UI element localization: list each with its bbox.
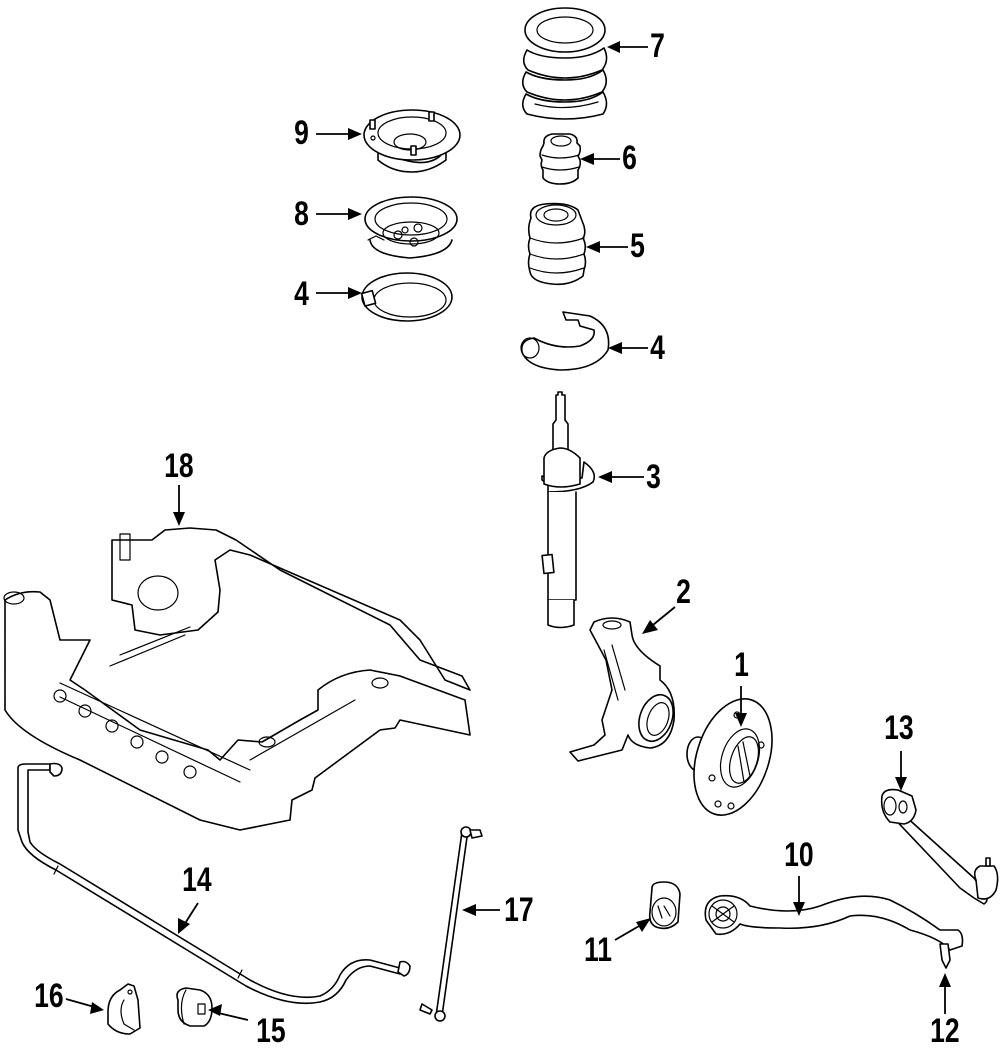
callout-label-4-right: 4	[650, 329, 665, 367]
spring-insulator-lower[interactable]	[520, 311, 610, 371]
callout-label-7: 7	[650, 27, 665, 65]
spring-seat[interactable]	[364, 196, 458, 259]
callout-label-14: 14	[182, 861, 212, 899]
callout-8	[316, 208, 362, 220]
callout-label-6: 6	[622, 139, 637, 177]
callout-label-2: 2	[676, 573, 691, 611]
strut[interactable]	[541, 391, 596, 629]
callout-label-17: 17	[504, 891, 534, 929]
callout-label-13: 13	[884, 709, 914, 747]
callout-3	[598, 471, 644, 483]
callout-1	[735, 686, 747, 727]
callout-label-3: 3	[646, 458, 661, 496]
lower-control-arm[interactable]	[704, 894, 964, 951]
callout-4-left	[316, 287, 362, 299]
stabilizer-bushing[interactable]	[176, 987, 213, 1027]
callout-label-5: 5	[630, 227, 645, 265]
callout-label-4-left: 4	[294, 275, 309, 313]
callout-12	[939, 973, 951, 1014]
callout-18	[173, 485, 185, 526]
ball-joint[interactable]	[939, 943, 951, 969]
callout-label-15: 15	[256, 1012, 286, 1050]
callout-9	[316, 128, 362, 140]
callout-6	[580, 153, 620, 165]
stabilizer-bar[interactable]	[17, 762, 411, 1005]
callout-14	[178, 902, 199, 934]
callout-17	[462, 904, 500, 916]
callout-15	[208, 1004, 249, 1021]
callout-10	[793, 876, 805, 916]
callout-13	[895, 751, 907, 791]
crossmember-subframe[interactable]	[3, 527, 471, 831]
coil-spring[interactable]	[521, 7, 608, 120]
callout-label-12: 12	[930, 1012, 960, 1050]
bump-stop[interactable]	[539, 133, 582, 185]
callout-label-8: 8	[294, 195, 309, 233]
callout-label-1: 1	[734, 646, 749, 684]
callout-2	[642, 606, 676, 634]
callout-16	[65, 998, 104, 1014]
hub-flange[interactable]	[680, 689, 786, 825]
callout-label-9: 9	[294, 114, 309, 152]
spring-insulator-upper[interactable]	[360, 272, 453, 322]
callout-4-right	[608, 342, 648, 354]
stabilizer-link[interactable]	[419, 826, 483, 1022]
callout-11	[614, 918, 651, 941]
steering-knuckle[interactable]	[569, 617, 679, 762]
control-arm-bushing[interactable]	[648, 881, 681, 930]
bushing-bracket[interactable]	[107, 983, 141, 1035]
callout-label-11: 11	[583, 931, 612, 969]
callout-5	[586, 241, 628, 253]
callout-label-18: 18	[164, 447, 194, 485]
callout-label-16: 16	[34, 977, 64, 1015]
callout-label-10: 10	[784, 836, 814, 874]
strut-mount[interactable]	[363, 109, 461, 173]
dust-boot[interactable]	[527, 202, 587, 286]
callout-7	[607, 41, 648, 53]
tension-strut-arm[interactable]	[880, 788, 999, 905]
